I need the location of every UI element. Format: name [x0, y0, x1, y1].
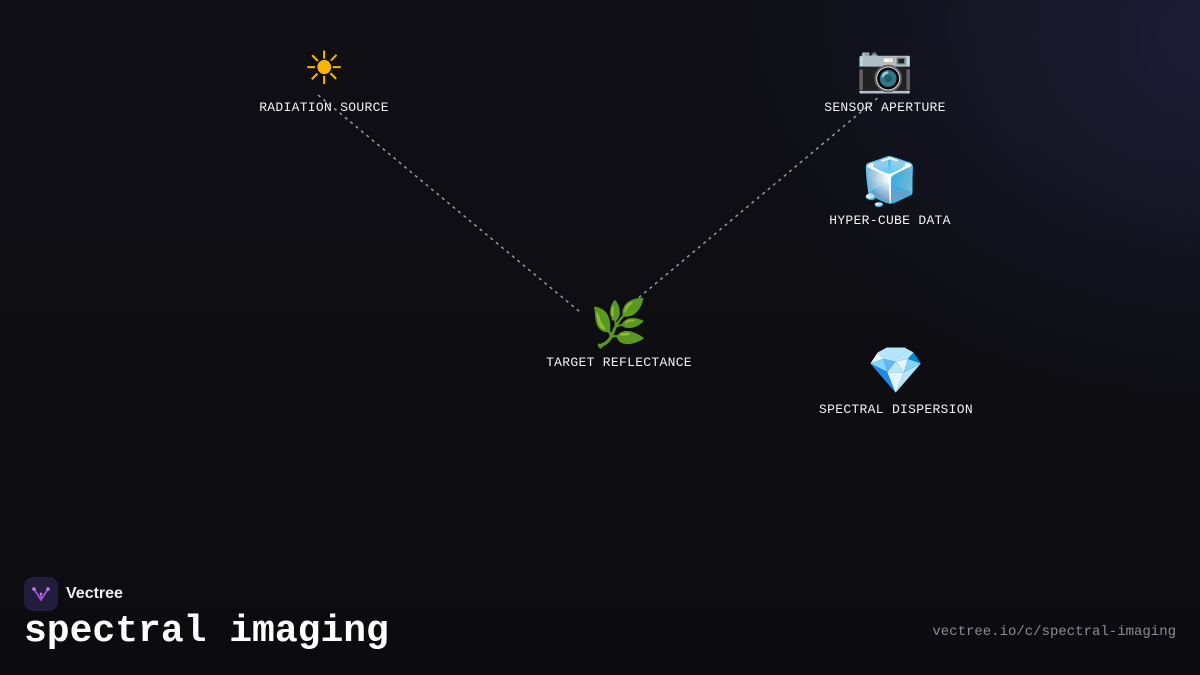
node-hyper-cube-data: 🧊 HYPER-CUBE DATA	[780, 153, 1000, 228]
edge-radiation-to-target	[317, 94, 581, 313]
node-radiation-source: ☀ RADIATION SOURCE	[214, 40, 434, 115]
node-label-spectral-dispersion: SPECTRAL DISPERSION	[819, 402, 973, 417]
gem-icon: 💎	[867, 343, 925, 397]
camera-icon: 📷	[856, 41, 914, 95]
sun-icon: ☀	[303, 41, 345, 95]
topic-title: spectral imaging	[24, 610, 389, 653]
herb-leaf-icon: 🌿	[590, 296, 648, 350]
node-spectral-dispersion: 💎 SPECTRAL DISPERSION	[786, 342, 1006, 417]
node-label-sensor-aperture: SENSOR APERTURE	[824, 100, 946, 115]
node-label-target-reflectance: TARGET REFLECTANCE	[546, 355, 692, 370]
vectree-logo-mark	[32, 587, 50, 601]
brand-name: Vectree	[66, 585, 123, 602]
topic-url-link[interactable]: vectree.io/c/spectral-imaging	[932, 624, 1176, 640]
edge-target-to-sensor	[611, 95, 881, 321]
brand: Vectree	[24, 577, 123, 611]
ice-cube-icon: 🧊	[861, 154, 919, 208]
node-label-hyper-cube-data: HYPER-CUBE DATA	[829, 213, 951, 228]
vectree-logo-icon	[24, 577, 58, 611]
node-sensor-aperture: 📷 SENSOR APERTURE	[775, 40, 995, 115]
node-target-reflectance: 🌿 TARGET REFLECTANCE	[509, 295, 729, 370]
node-label-radiation-source: RADIATION SOURCE	[259, 100, 389, 115]
